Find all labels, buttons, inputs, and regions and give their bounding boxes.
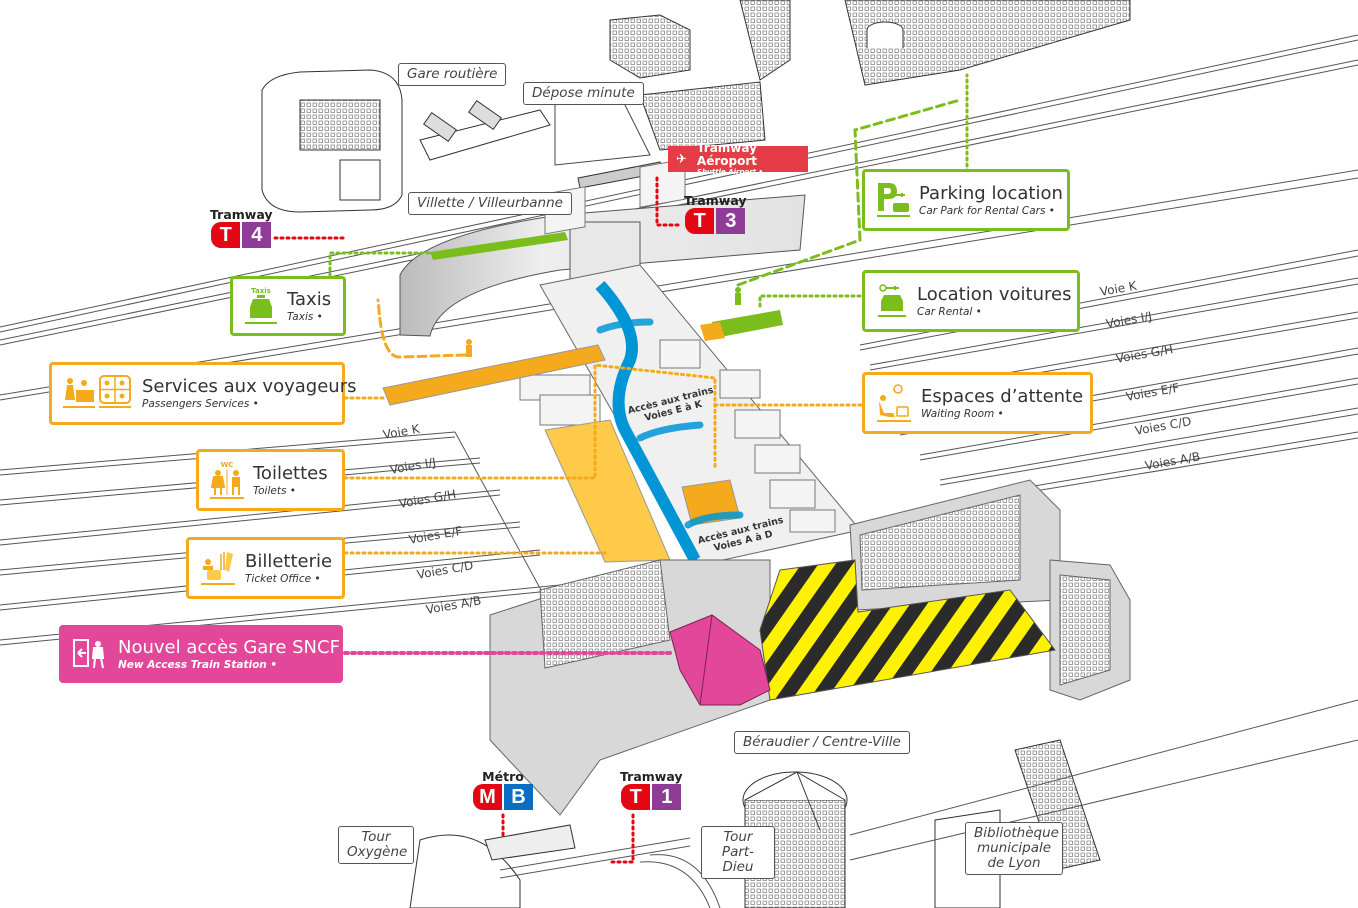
construction-zone bbox=[759, 559, 1056, 701]
tram-mode-icon: T bbox=[211, 222, 241, 248]
new-access-door-icon bbox=[73, 639, 105, 669]
taxis-subtitle: Taxis • bbox=[287, 310, 323, 323]
badge-metro-b[interactable]: Métro M B bbox=[473, 770, 533, 810]
location-subtitle: Car Rental • bbox=[917, 305, 982, 318]
services-area bbox=[382, 344, 606, 406]
label-villette-villeurbanne: Villette / Villeurbanne bbox=[408, 192, 572, 215]
tram-mode-icon: T bbox=[621, 784, 651, 810]
t3-caption: Tramway bbox=[684, 193, 747, 208]
location-title: Location voitures bbox=[917, 283, 1072, 305]
label-gare-routiere: Gare routière bbox=[398, 63, 507, 86]
passenger-services-icon bbox=[63, 374, 131, 408]
card-parking-location[interactable]: Parking location Car Park for Rental Car… bbox=[862, 169, 1070, 231]
svg-text:Taxis: Taxis bbox=[251, 287, 271, 295]
card-espaces-attente[interactable]: Espaces d’attente Waiting Room • bbox=[862, 372, 1093, 434]
billetterie-title: Billetterie bbox=[245, 550, 333, 572]
plane-icon: ✈ bbox=[676, 151, 687, 167]
card-toilettes[interactable]: WC Toilettes Toilets • bbox=[196, 449, 345, 511]
ticket-office-icon bbox=[201, 552, 235, 585]
taxi-icon: Taxis bbox=[245, 287, 277, 324]
toilettes-title: Toilettes bbox=[253, 462, 328, 484]
parking-car-icon bbox=[877, 183, 910, 217]
car-key-icon bbox=[878, 284, 906, 317]
taxi-bay bbox=[430, 232, 568, 260]
t1-caption: Tramway bbox=[620, 769, 683, 784]
services-subtitle: Passengers Services • bbox=[142, 398, 259, 410]
line-number: 4 bbox=[242, 222, 272, 248]
rental-bay bbox=[712, 310, 783, 338]
services-title: Services aux voyageurs bbox=[142, 376, 357, 397]
card-billetterie[interactable]: Billetterie Ticket Office • bbox=[186, 537, 345, 599]
taxis-title: Taxis bbox=[287, 288, 332, 310]
label-beraudier-centre-ville: Béraudier / Centre-Ville bbox=[734, 731, 910, 754]
label-depose-minute: Dépose minute bbox=[523, 82, 644, 105]
new-access-building bbox=[669, 614, 771, 706]
underground-passage bbox=[595, 281, 701, 563]
label-bibliotheque: Bibliothèque municipale de Lyon bbox=[965, 822, 1063, 875]
parking-subtitle: Car Park for Rental Cars • bbox=[919, 204, 1055, 217]
north-buildings bbox=[261, 0, 1131, 213]
tramway-aeroport-banner[interactable]: ✈ Tramway Aéroport Shuttle Airport • bbox=[668, 141, 808, 176]
card-services-aux-voyageurs[interactable]: Services aux voyageurs Passengers Servic… bbox=[49, 362, 356, 425]
nouvel-acces-title: Nouvel accès Gare SNCF bbox=[118, 636, 340, 658]
nouvel-acces-subtitle: New Access Train Station • bbox=[118, 658, 278, 671]
attente-subtitle: Waiting Room • bbox=[921, 407, 1004, 420]
toilets-icon: WC bbox=[210, 461, 244, 499]
line-number: 3 bbox=[716, 208, 746, 234]
billetterie-subtitle: Ticket Office • bbox=[245, 572, 321, 585]
connectors bbox=[273, 73, 969, 864]
walking-person-icons bbox=[466, 287, 741, 357]
tram-mode-icon: T bbox=[685, 208, 715, 234]
svg-text:WC: WC bbox=[221, 461, 234, 469]
waiting-room-icon bbox=[877, 384, 911, 422]
attente-title: Espaces d’attente bbox=[921, 385, 1084, 407]
line-number: 1 bbox=[652, 784, 682, 810]
toilettes-subtitle: Toilets • bbox=[253, 484, 296, 497]
tramway-aeroport-subtitle: Shuttle Airport • bbox=[696, 167, 763, 176]
line-letter: B bbox=[504, 784, 533, 810]
tramway-aeroport-title: Tramway Aéroport bbox=[696, 140, 757, 168]
south-landmarks bbox=[409, 739, 1101, 908]
metro-mode-icon: M bbox=[473, 784, 502, 810]
label-tour-oxygene: Tour Oxygène bbox=[338, 826, 414, 864]
t4-caption: Tramway bbox=[210, 207, 273, 222]
label-tour-part-dieu: Tour Part-Dieu bbox=[701, 826, 775, 879]
metro-caption: Métro bbox=[482, 769, 524, 784]
bus-station bbox=[419, 99, 551, 161]
card-nouvel-acces-gare[interactable]: Nouvel accès Gare SNCF New Access Train … bbox=[59, 625, 343, 683]
drop-off-lot bbox=[554, 94, 651, 166]
badge-tramway-t3[interactable]: Tramway T 3 bbox=[684, 194, 747, 234]
card-location-voitures[interactable]: Location voitures Car Rental • bbox=[862, 270, 1080, 332]
card-taxis[interactable]: Taxis Taxis Taxis • bbox=[230, 276, 346, 336]
parking-title: Parking location bbox=[919, 182, 1063, 204]
badge-tramway-t1[interactable]: Tramway T 1 bbox=[620, 770, 683, 810]
badge-tramway-t4[interactable]: Tramway T 4 bbox=[210, 208, 273, 248]
